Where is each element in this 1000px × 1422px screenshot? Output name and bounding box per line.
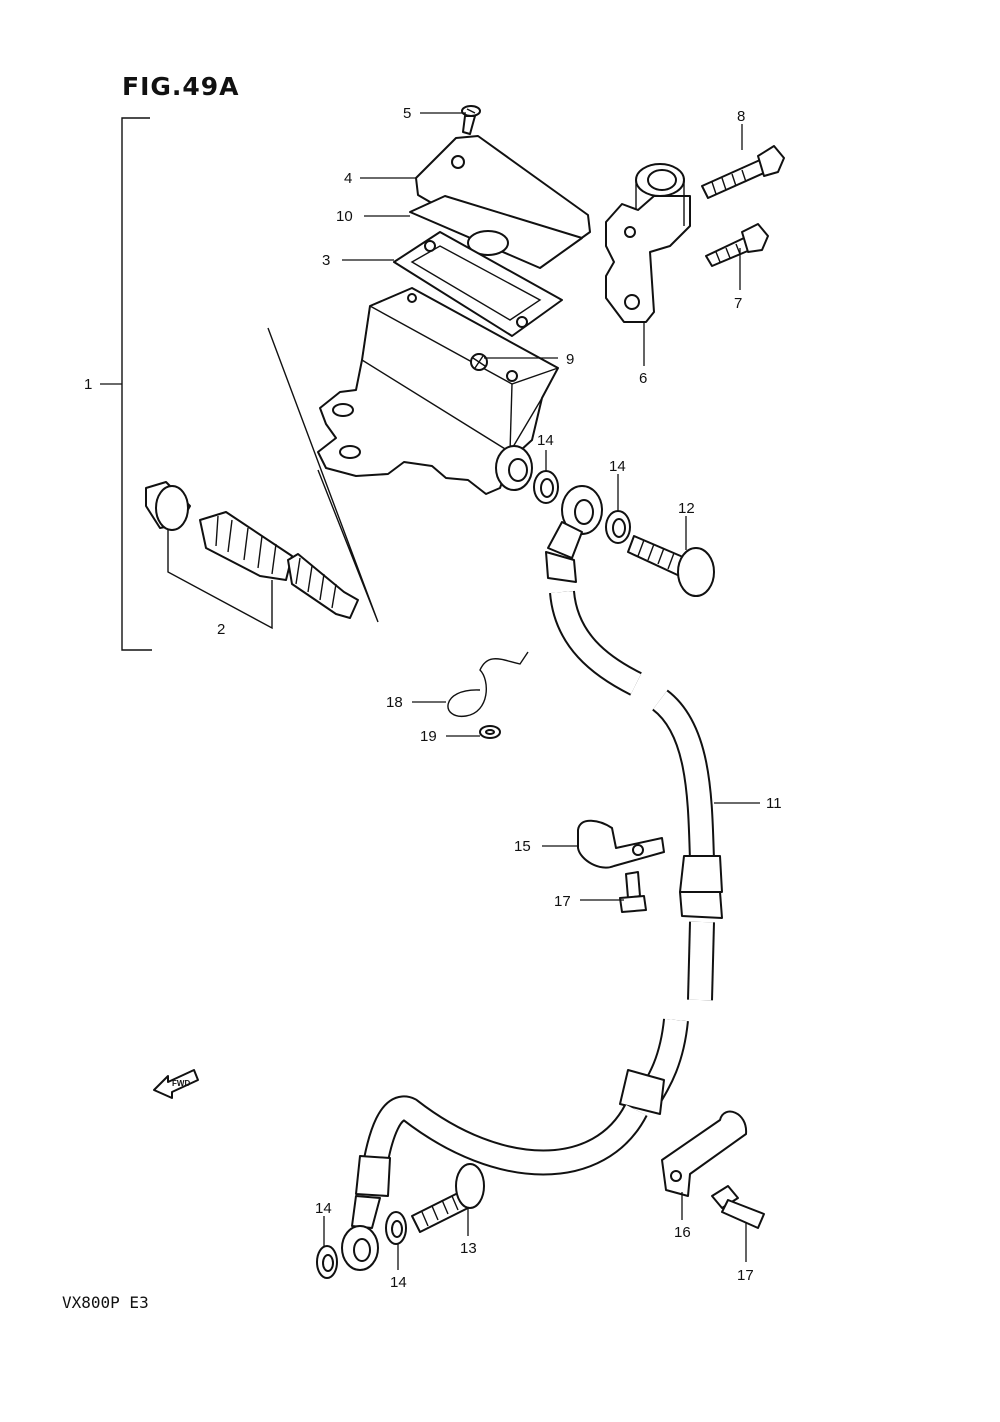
- callout-7: 7: [734, 295, 742, 312]
- callout-18: 18: [386, 694, 403, 711]
- fwd-arrow-icon: FWD: [153, 1069, 199, 1099]
- hose-clip: [447, 651, 529, 717]
- union-bolt-lower: [411, 1163, 485, 1233]
- clip-washer: [479, 725, 501, 739]
- callout-6: 6: [639, 370, 647, 387]
- callout-17: 17: [554, 893, 571, 910]
- callout-14: 14: [315, 1200, 332, 1217]
- sealing-washer-upper-right: [605, 510, 631, 544]
- hose-bracket: [661, 1110, 748, 1197]
- callout-1: 1: [84, 376, 92, 393]
- callout-15: 15: [514, 838, 531, 855]
- piston-kit: [145, 481, 359, 630]
- fwd-label: FWD: [172, 1079, 190, 1088]
- sealing-washer-lower-left: [316, 1245, 338, 1279]
- callout-5: 5: [403, 105, 411, 122]
- callout-16: 16: [674, 1224, 691, 1241]
- callout-numbers: 1 2 3 4 5 6 7 8 9 10 11 12 13 14 14 14 1…: [84, 105, 782, 1291]
- callout-13: 13: [460, 1240, 477, 1257]
- callout-2: 2: [217, 621, 225, 638]
- union-bolt-upper: [627, 535, 715, 597]
- callout-9: 9: [566, 351, 574, 368]
- bracket-bolt: [711, 1185, 765, 1229]
- diaphragm-plate: [393, 231, 563, 337]
- clamp-bolt-upper: [619, 871, 647, 913]
- clamp-bolt-long: [701, 145, 785, 199]
- diaphragm: [409, 195, 583, 269]
- callout-17: 17: [737, 1267, 754, 1284]
- callout-3: 3: [322, 252, 330, 269]
- callout-11: 11: [766, 795, 782, 812]
- master-cylinder-body: [317, 287, 559, 495]
- callout-4: 4: [344, 170, 352, 187]
- clamp-bolt-short: [705, 223, 769, 267]
- callout-8: 8: [737, 108, 745, 125]
- leader-lines: [323, 112, 760, 1270]
- hose-clamp-upper: [577, 819, 665, 869]
- handlebar-clamp: [605, 163, 691, 323]
- clutch-hose: [341, 485, 723, 1271]
- callout-14: 14: [609, 458, 626, 475]
- callout-10: 10: [336, 208, 353, 225]
- model-code: VX800P E3: [62, 1293, 149, 1312]
- callout-12: 12: [678, 500, 695, 517]
- callout-14: 14: [390, 1274, 407, 1291]
- sealing-washer-upper-left: [533, 470, 559, 504]
- sealing-washer-lower-right: [385, 1211, 407, 1245]
- assembly-bracket: [100, 117, 152, 651]
- callout-19: 19: [420, 728, 437, 745]
- callout-14: 14: [537, 432, 554, 449]
- figure-title: FIG.49A: [122, 72, 240, 101]
- detail-outline: [267, 327, 379, 623]
- cover-screw: [461, 105, 481, 135]
